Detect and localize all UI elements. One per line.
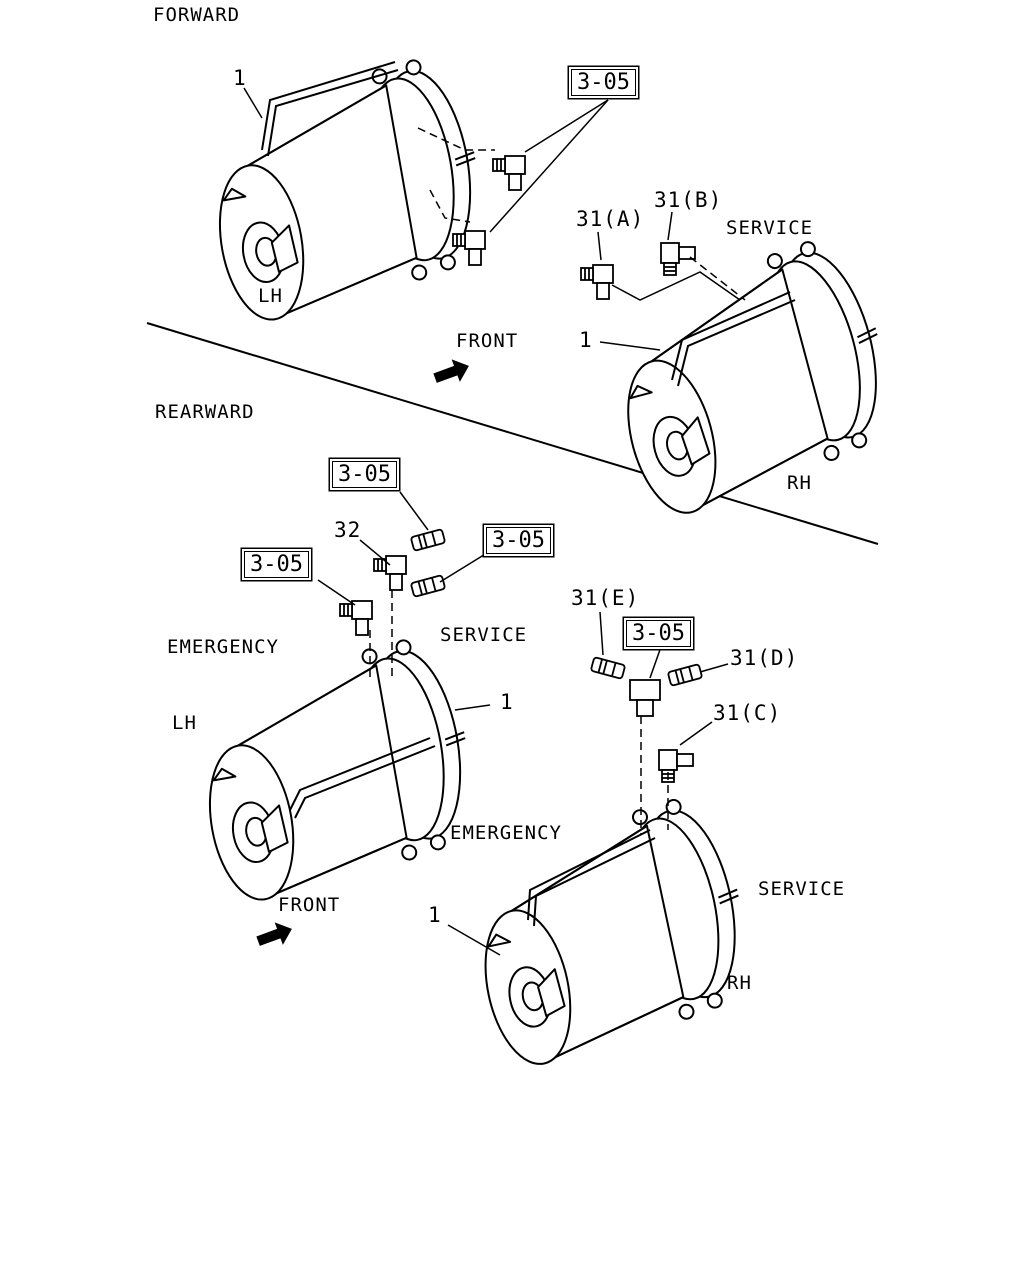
fitting-31a xyxy=(580,264,614,300)
fitting-31d xyxy=(666,663,704,687)
callout-part-1: 1 xyxy=(428,903,442,927)
label-rh-bottom: RH xyxy=(727,972,752,994)
fitting-31c xyxy=(658,749,694,783)
callout-32: 32 xyxy=(334,518,362,542)
label-emergency-bottom-left: EMERGENCY xyxy=(167,636,279,658)
fitting-rear-lh-c xyxy=(339,600,373,636)
tube-rearward-lh xyxy=(289,737,431,811)
ref-box[interactable]: 3-05 xyxy=(626,620,691,648)
ref-box[interactable]: 3-05 xyxy=(571,69,636,97)
tube-forward-lh xyxy=(261,61,396,151)
tube-rearward-rh xyxy=(527,829,651,921)
label-rh-top: RH xyxy=(787,472,812,494)
label-emergency-bottom-right: EMERGENCY xyxy=(450,822,562,844)
label-service-bottom-left: SERVICE xyxy=(440,624,528,646)
callout-31b: 31(B) xyxy=(654,188,723,212)
fitting-rear-lh-a xyxy=(409,528,447,552)
callout-part-1: 1 xyxy=(579,328,593,352)
label-service-top: SERVICE xyxy=(726,217,814,239)
callout-31c: 31(C) xyxy=(713,701,782,725)
fitting-rear-lh-b xyxy=(409,574,447,598)
chamber-forward-lh xyxy=(194,51,498,328)
callout-31d: 31(D) xyxy=(730,646,799,670)
front-arrow-icon xyxy=(433,359,469,383)
section-rearward: REARWARD xyxy=(155,401,255,423)
section-forward: FORWARD xyxy=(153,4,241,26)
callout-31e: 31(E) xyxy=(571,586,640,610)
tube-forward-rh xyxy=(671,291,791,381)
ref-box[interactable]: 3-05 xyxy=(486,527,551,555)
label-front-top: FRONT xyxy=(456,330,519,352)
front-arrow-icon-bottom xyxy=(256,922,292,946)
callout-part-1: 1 xyxy=(500,690,514,714)
chamber-rearward-lh xyxy=(184,631,488,908)
fitting-32 xyxy=(373,555,407,591)
fitting-31e xyxy=(589,656,627,680)
label-front-bottom: FRONT xyxy=(278,894,341,916)
label-lh-top: LH xyxy=(258,285,283,307)
fitting-31b xyxy=(660,242,696,276)
chamber-forward-rh xyxy=(592,229,911,524)
fitting-tee xyxy=(629,679,661,717)
callout-part-1: 1 xyxy=(233,66,247,90)
ref-box[interactable]: 3-05 xyxy=(332,461,397,489)
section-divider xyxy=(146,322,879,545)
ref-box[interactable]: 3-05 xyxy=(244,551,309,579)
callout-31a: 31(A) xyxy=(576,207,645,231)
label-lh-bottom: LH xyxy=(172,712,197,734)
label-service-bottom-right: SERVICE xyxy=(758,878,846,900)
fitting-forward-1 xyxy=(492,155,526,191)
